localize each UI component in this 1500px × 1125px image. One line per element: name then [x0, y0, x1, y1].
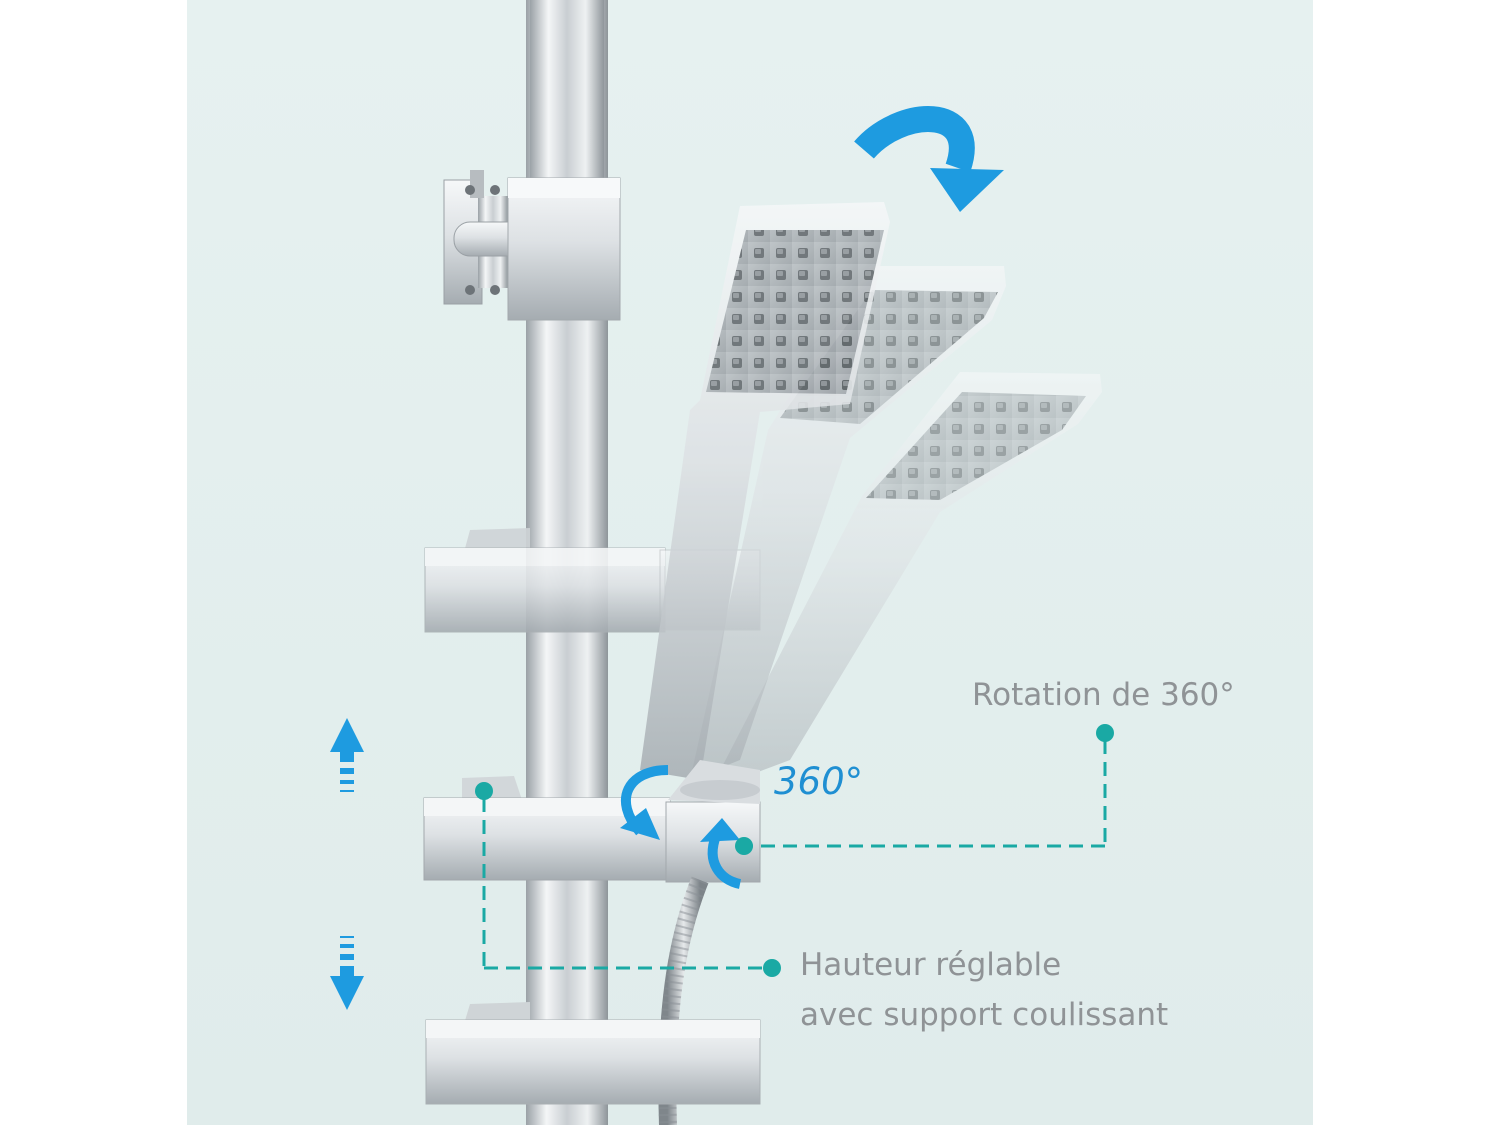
leader-dot-height-start	[475, 782, 493, 800]
curved-arrow-icon	[854, 106, 1004, 212]
leader-dot-rotation-start	[735, 837, 753, 855]
handshower-position-3	[710, 372, 1102, 790]
rotate-arrows-icon	[620, 765, 742, 889]
degrees-label: 360°	[774, 760, 864, 803]
leader-height	[482, 798, 764, 970]
wall-bracket	[443, 170, 621, 321]
leader-rotation	[744, 740, 1107, 848]
riser-bar-top	[530, 0, 604, 180]
sliding-holder	[423, 760, 761, 883]
handshower-position-1	[640, 202, 890, 780]
rotation-label: Rotation de 360°	[972, 677, 1235, 713]
arrow-up-icon	[330, 718, 364, 792]
leader-dot-rotation-end	[1096, 724, 1114, 742]
arrow-down-icon	[330, 936, 364, 1010]
leader-dot-height-end	[763, 959, 781, 977]
lower-holder	[425, 1002, 761, 1105]
height-label-line1: Hauteur réglable	[800, 947, 1062, 983]
height-label-line2: avec support coulissant	[800, 997, 1169, 1033]
